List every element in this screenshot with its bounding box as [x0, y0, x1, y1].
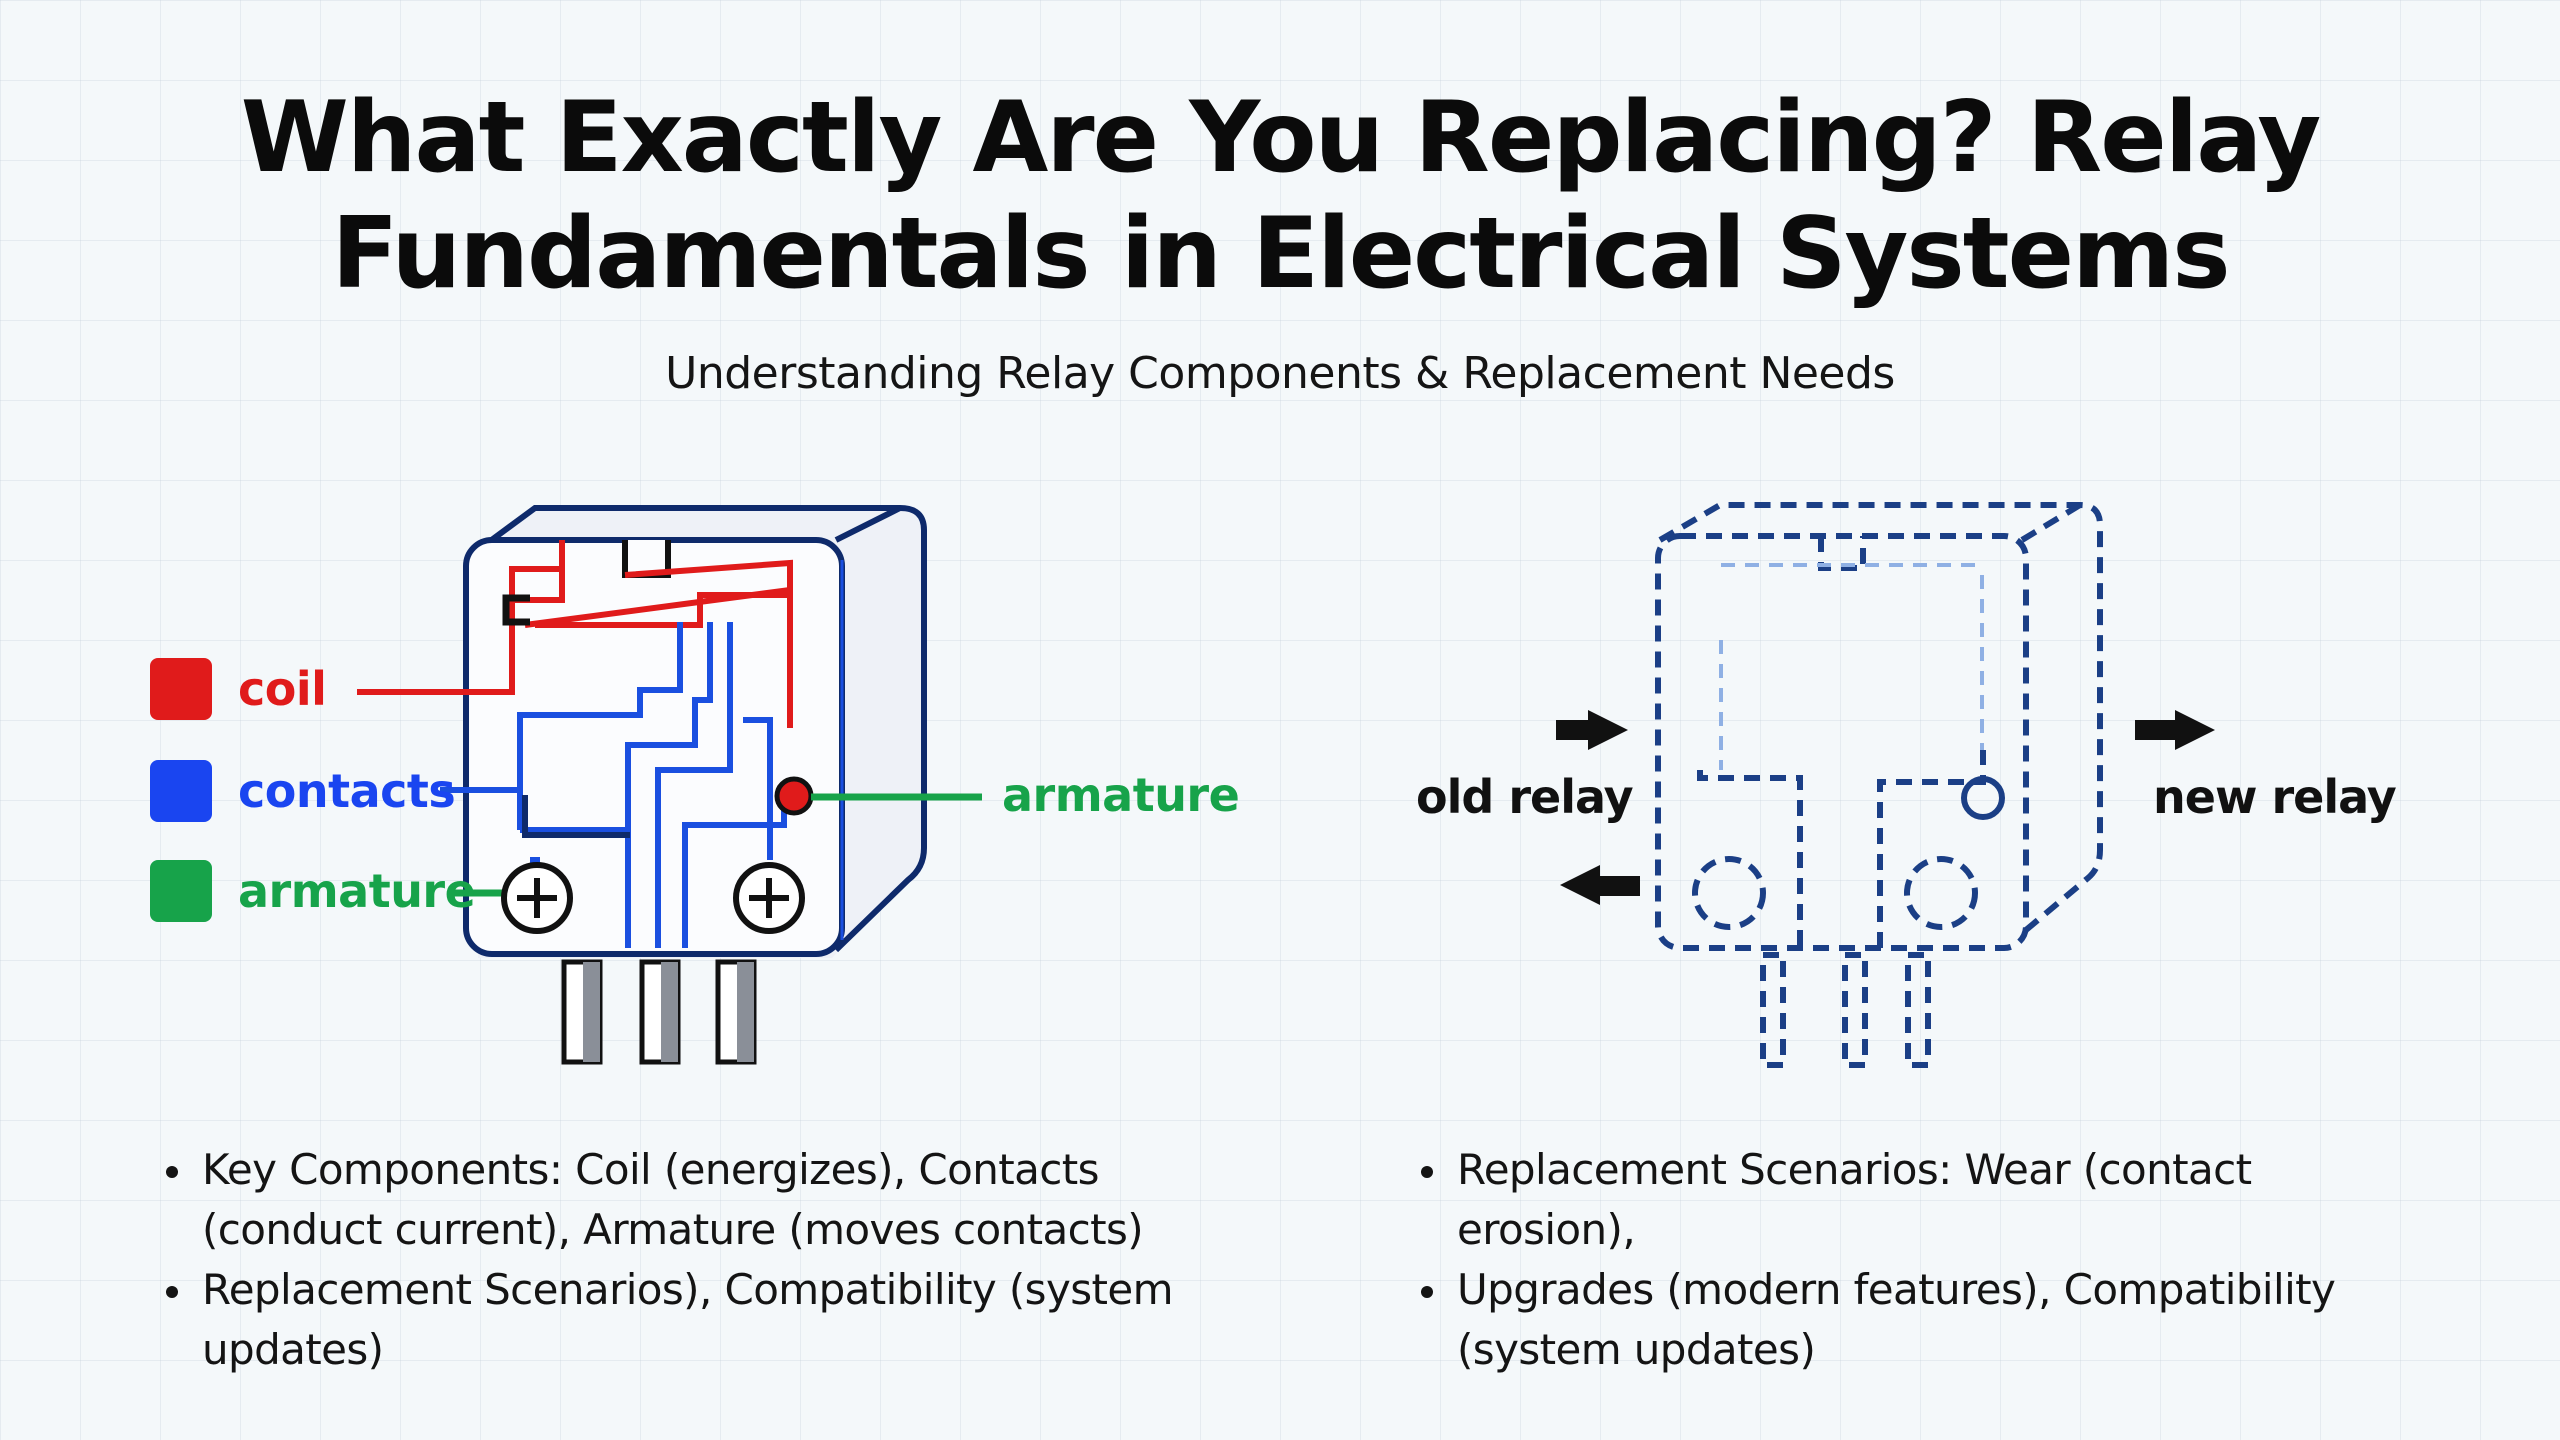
- dashed-box-edge: [2020, 502, 2082, 543]
- subtitle: Understanding Relay Components & Replace…: [665, 348, 1895, 399]
- bullet-item: Key Components: Coil (energizes), Contac…: [160, 1140, 1280, 1260]
- dashed-bracket-left: [1697, 770, 1803, 948]
- legend-item-armature: armature: [150, 860, 476, 922]
- dashed-terminal-left: [1692, 856, 1766, 930]
- relay-pin-shade: [661, 962, 678, 1062]
- arrow-out-left-icon: [1560, 865, 1640, 905]
- relay-body-outline-back: [476, 505, 927, 953]
- current-relay-illustration: [357, 505, 982, 1065]
- title-line-2: Fundamentals in Electrical Systems: [331, 197, 2230, 311]
- legend-swatch-coil: [150, 658, 212, 720]
- legend-item-coil: coil: [150, 658, 327, 720]
- legend-swatch-armature: [150, 860, 212, 922]
- terminal-screw-left: [501, 862, 573, 934]
- new-relay-label: new relay: [2153, 770, 2397, 824]
- title-line-1: What Exactly Are You Replacing? Relay: [240, 81, 2322, 195]
- bullet-item: Upgrades (modern features), Compatibilit…: [1415, 1260, 2395, 1380]
- faded-internal-lines: [1719, 563, 1984, 770]
- arrow-into-icon: [1556, 710, 1628, 750]
- bullet-list-scenarios: Replacement Scenarios: Wear (contact ero…: [1415, 1140, 2395, 1380]
- armature-pivot: [774, 776, 814, 816]
- bullet-item: Replacement Scenarios: Wear (contact ero…: [1415, 1140, 2395, 1260]
- relay-pins: [561, 959, 757, 1065]
- legend-label-armature: armature: [238, 864, 476, 918]
- relay-pin-shade: [583, 962, 600, 1062]
- dashed-pin: [1760, 952, 1786, 1068]
- old-relay-label: old relay: [1416, 770, 1634, 824]
- dashed-pin: [1905, 952, 1931, 1068]
- relay-body-edge: [834, 505, 902, 543]
- dashed-pin: [1842, 952, 1868, 1068]
- page-title: What Exactly Are You Replacing? Relay Fu…: [0, 80, 2560, 312]
- dashed-box-front: [1655, 533, 2029, 951]
- contact-wires: [440, 622, 787, 948]
- coil-block: [502, 594, 530, 626]
- armature-pivot-outline: [1961, 776, 2005, 820]
- armature-callout: armature: [1002, 768, 1240, 822]
- legend-label-contacts: contacts: [238, 764, 456, 818]
- dashed-notch: [1818, 536, 1866, 571]
- contact-return: [522, 795, 630, 838]
- legend-swatch-contacts: [150, 760, 212, 822]
- bullet-list-components: Key Components: Coil (energizes), Contac…: [160, 1140, 1280, 1380]
- dashed-bracket-right: [1877, 750, 1986, 948]
- dashed-box-back: [1658, 502, 2103, 938]
- arrow-out-right-icon: [2135, 710, 2215, 750]
- replacement-relay-outline: [1655, 502, 2103, 1068]
- relay-pin-shade: [737, 962, 754, 1062]
- terminal-screw-right: [733, 862, 805, 934]
- bullet-item: Replacement Scenarios), Compatibility (s…: [160, 1260, 1280, 1380]
- dashed-terminal-right: [1904, 856, 1978, 930]
- legend-label-coil: coil: [238, 662, 327, 716]
- legend-item-contacts: contacts: [150, 760, 456, 822]
